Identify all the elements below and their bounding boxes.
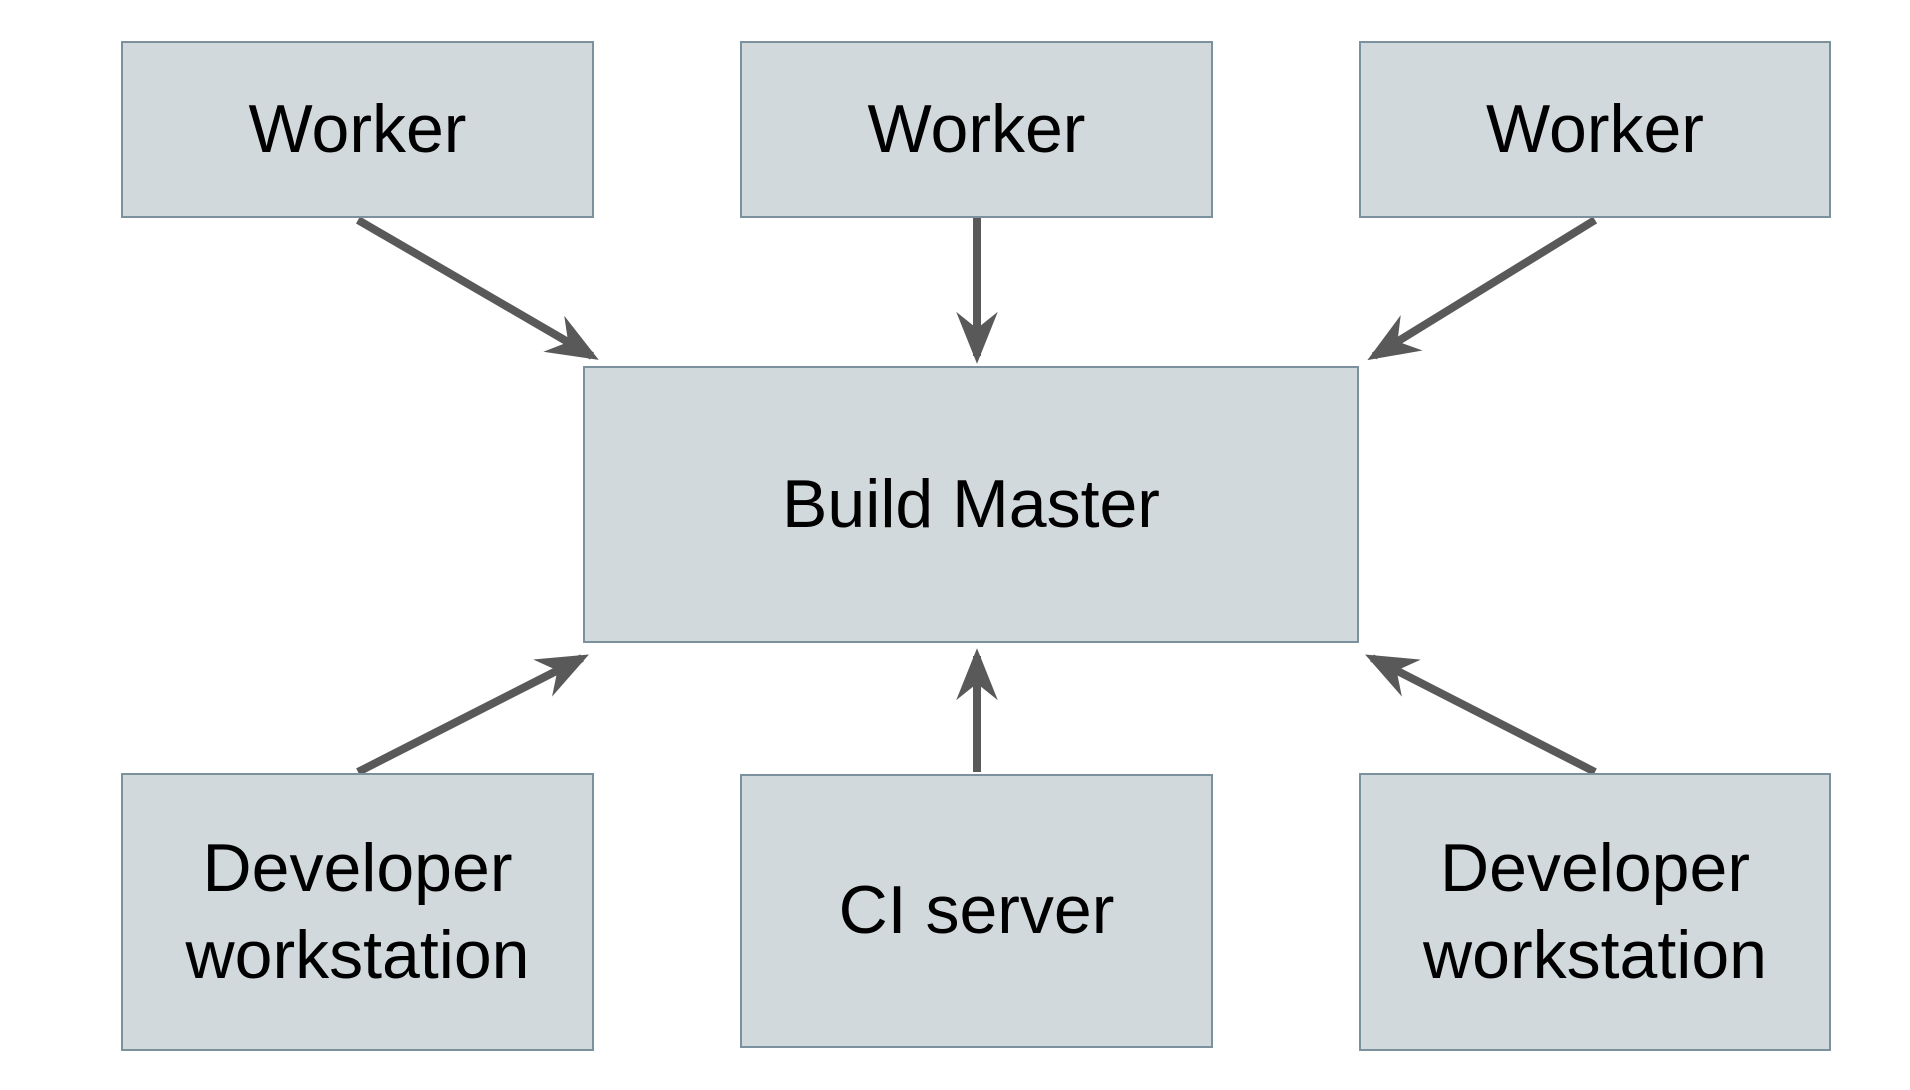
node-worker-middle: Worker [740,41,1213,218]
arrow-worker-right-to-build-master [1367,216,1598,361]
node-build-master: Build Master [583,366,1359,643]
node-developer-workstation-right: Developer workstation [1359,773,1831,1051]
node-worker-middle-label: Worker [867,90,1086,167]
arrow-worker-left-to-build-master [355,216,599,360]
node-worker-right-label: Worker [1486,90,1704,167]
node-developer-workstation-right-label: Developer workstation [1423,829,1767,993]
node-worker-right: Worker [1359,41,1831,218]
node-build-master-label: Build Master [782,465,1160,542]
node-developer-workstation-left-label: Developer workstation [185,829,530,993]
node-developer-workstation-left: Developer workstation [121,773,594,1051]
arrow-dev-left-to-build-master [356,654,589,776]
node-ci-server-label: CI server [838,872,1115,949]
node-ci-server: CI server [740,774,1213,1048]
node-worker-left-label: Worker [248,90,467,167]
node-worker-left: Worker [121,41,594,218]
arrow-dev-right-to-build-master [1365,654,1597,776]
